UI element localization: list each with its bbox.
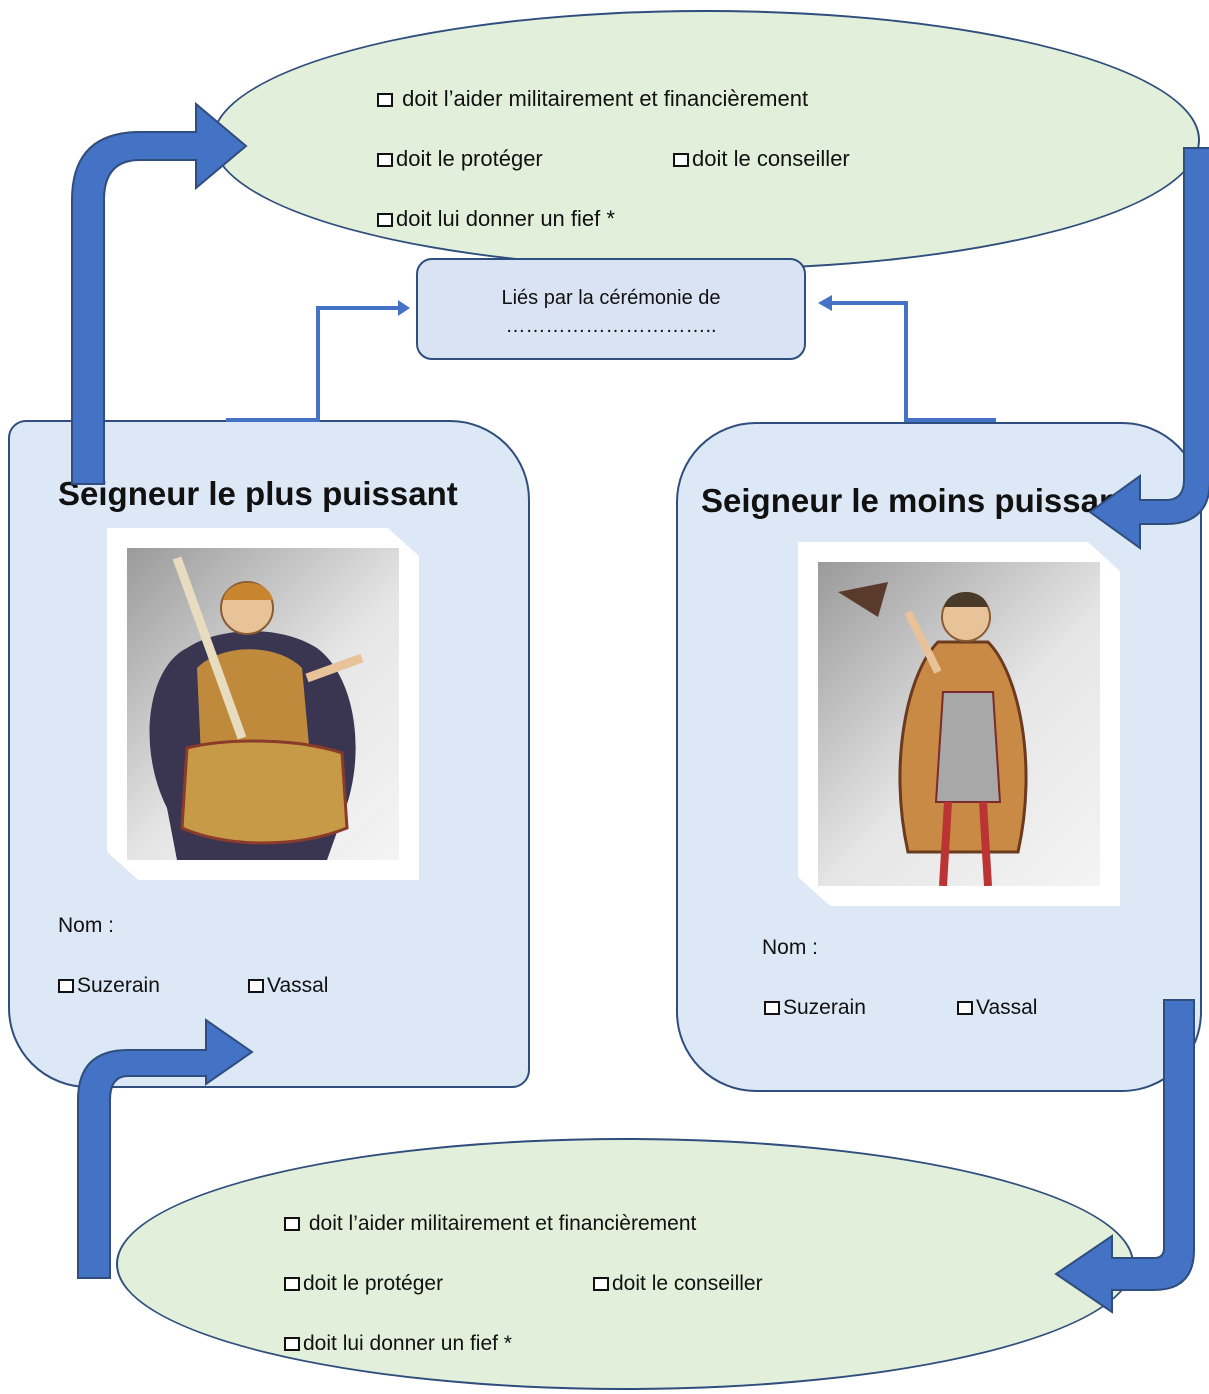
- checkbox-icon[interactable]: [377, 93, 393, 107]
- bottom-item-military-label: doit l’aider militairement et financière…: [308, 1212, 697, 1235]
- left-name-label: Nom :: [58, 914, 115, 937]
- right-card-title: Seigneur le moins puissant: [701, 482, 1131, 519]
- left-option-vassal[interactable]: Vassal: [248, 974, 328, 998]
- top-item-military-label: doit l’aider militairement et financière…: [402, 86, 809, 111]
- top-item-protect-label: doit le protéger: [396, 146, 543, 171]
- right-connector-line: [832, 301, 996, 422]
- right-option-vassal[interactable]: Vassal: [957, 996, 1037, 1020]
- bottom-item-military[interactable]: doit l’aider militairement et financière…: [284, 1212, 696, 1236]
- top-item-fief[interactable]: doit lui donner un fief *: [377, 206, 615, 232]
- top-item-military[interactable]: doit l’aider militairement et financière…: [377, 86, 808, 112]
- checkbox-icon[interactable]: [248, 979, 264, 993]
- checkbox-icon[interactable]: [593, 1277, 609, 1291]
- arrow-top-to-right-card-icon: [1088, 147, 1209, 550]
- left-portrait-illustration: [127, 548, 399, 860]
- top-item-advise-label: doit le conseiller: [692, 146, 850, 171]
- connector-lines: [226, 301, 996, 422]
- seated-lord-figure: [149, 556, 364, 860]
- checkbox-icon[interactable]: [284, 1217, 300, 1231]
- top-item-fief-label: doit lui donner un fief *: [396, 206, 615, 231]
- bottom-item-fief[interactable]: doit lui donner un fief *: [284, 1332, 512, 1356]
- left-connector-line: [226, 306, 400, 422]
- standing-vassal-figure: [838, 582, 1028, 886]
- checkbox-icon[interactable]: [284, 1277, 300, 1291]
- ceremony-blank[interactable]: …………………………..: [505, 315, 717, 337]
- left-connector-arrowhead-icon: [398, 300, 410, 316]
- left-option-suzerain[interactable]: Suzerain: [58, 974, 160, 998]
- bottom-item-protect-label: doit le protéger: [303, 1272, 444, 1295]
- top-item-protect[interactable]: doit le protéger: [377, 146, 543, 172]
- right-name-label: Nom :: [762, 936, 819, 959]
- checkbox-icon[interactable]: [58, 979, 74, 993]
- left-portrait-frame: [107, 528, 419, 880]
- arrow-right-card-to-bottom-icon: [1054, 999, 1195, 1314]
- checkbox-icon[interactable]: [957, 1001, 973, 1015]
- arrow-left-card-to-top-icon: [71, 101, 248, 485]
- right-option-vassal-label: Vassal: [976, 996, 1038, 1019]
- left-card-title: Seigneur le plus puissant: [58, 475, 458, 512]
- left-option-vassal-label: Vassal: [267, 974, 329, 997]
- arrow-bottom-to-left-card-icon: [77, 1018, 254, 1279]
- right-portrait-frame: [798, 542, 1120, 906]
- right-portrait-illustration: [818, 562, 1100, 886]
- bottom-item-advise-label: doit le conseiller: [612, 1272, 763, 1295]
- checkbox-icon[interactable]: [673, 153, 689, 167]
- ceremony-box: Liés par la cérémonie de …………………………..: [416, 258, 806, 360]
- top-obligations-ellipse: [212, 10, 1200, 270]
- top-item-advise[interactable]: doit le conseiller: [673, 146, 850, 172]
- ceremony-label: Liés par la cérémonie de: [501, 287, 721, 309]
- right-option-suzerain-label: Suzerain: [783, 996, 866, 1019]
- left-option-suzerain-label: Suzerain: [77, 974, 160, 997]
- bottom-item-fief-label: doit lui donner un fief *: [303, 1332, 512, 1355]
- checkbox-icon[interactable]: [764, 1001, 780, 1015]
- checkbox-icon[interactable]: [377, 153, 393, 167]
- bottom-item-protect[interactable]: doit le protéger: [284, 1272, 443, 1296]
- checkbox-icon[interactable]: [377, 213, 393, 227]
- bottom-item-advise[interactable]: doit le conseiller: [593, 1272, 763, 1296]
- right-option-suzerain[interactable]: Suzerain: [764, 996, 866, 1020]
- right-connector-arrowhead-icon: [818, 295, 832, 311]
- checkbox-icon[interactable]: [284, 1337, 300, 1351]
